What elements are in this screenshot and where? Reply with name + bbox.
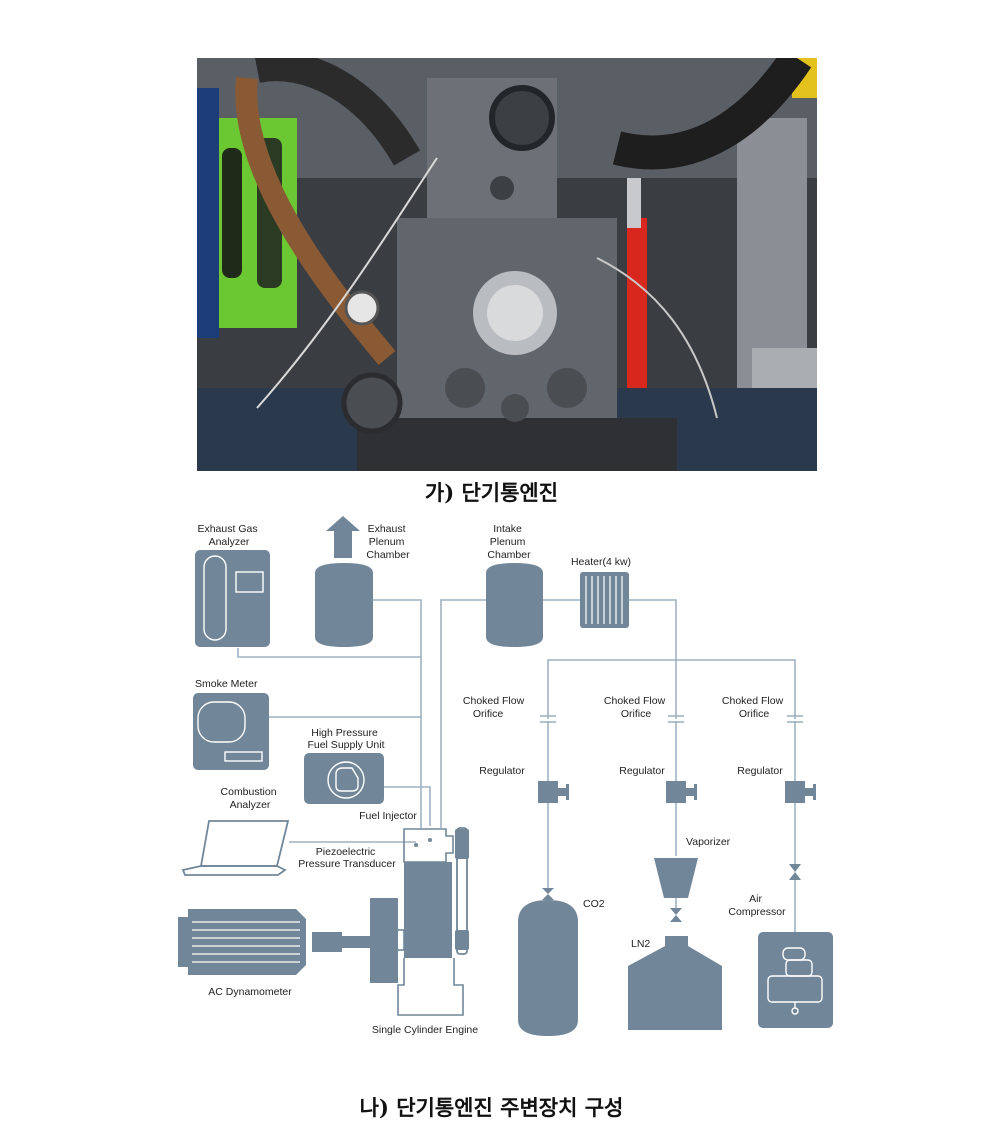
smoke-meter-label: Smoke Meter — [195, 678, 258, 690]
air-compressor-label: Air Compressor — [728, 893, 786, 918]
combustion-analyzer-label: Combustion Analyzer — [221, 786, 280, 811]
ln2-dewar — [628, 936, 722, 1030]
piezo-transducer-label: Piezoelectric Pressure Transducer — [298, 846, 396, 870]
pipe-lines — [237, 599, 796, 932]
system-diagram: Exhaust Gas Analyzer Exhaust Plenum Cham… — [178, 516, 833, 1036]
valve-air — [789, 864, 801, 880]
hp-fuel-supply-label: High Pressure Fuel Supply Unit — [307, 727, 384, 751]
ln2-label: LN2 — [631, 938, 650, 950]
vaporizer — [654, 858, 698, 898]
engine-photo — [197, 58, 817, 471]
exhaust-gas-analyzer-label: Exhaust Gas Analyzer — [197, 523, 260, 548]
intake-plenum-chamber — [486, 563, 543, 647]
heater-label: Heater(4 kw) — [571, 556, 631, 568]
exhaust-outlet-arrow — [326, 516, 360, 558]
hp-fuel-supply-unit — [304, 753, 384, 804]
co2-label: CO2 — [583, 898, 605, 910]
regulator-label-3: Regulator — [737, 765, 783, 777]
ac-dynamometer — [178, 898, 398, 983]
photo-caption: 가) 단기통엔진 — [424, 480, 559, 505]
exhaust-gas-analyzer — [195, 550, 270, 647]
single-cylinder-engine — [395, 827, 469, 1016]
exhaust-plenum-label: Exhaust Plenum Chamber — [366, 523, 410, 561]
heater — [580, 572, 629, 628]
intake-plenum-label: Intake Plenum Chamber — [487, 523, 531, 561]
choked-flow-label-3: Choked Flow Orifice — [722, 695, 786, 720]
diagram-caption: 나) 단기통엔진 주변장치 구성 — [359, 1095, 624, 1120]
regulator-2 — [666, 781, 697, 803]
fuel-injector-label: Fuel Injector — [359, 810, 417, 822]
choked-flow-orifice-3 — [787, 715, 803, 723]
combustion-analyzer — [181, 820, 290, 876]
regulator-label-1: Regulator — [479, 765, 525, 777]
regulator-label-2: Regulator — [619, 765, 665, 777]
valve-co2 — [542, 888, 554, 900]
choked-flow-label-1: Choked Flow Orifice — [463, 695, 527, 720]
choked-flow-label-2: Choked Flow Orifice — [604, 695, 668, 720]
air-compressor — [758, 932, 833, 1028]
engine-label: Single Cylinder Engine — [372, 1024, 478, 1036]
smoke-meter — [193, 693, 269, 770]
co2-tank — [518, 900, 578, 1036]
regulator-1 — [538, 781, 569, 803]
choked-flow-orifice-1 — [540, 715, 556, 723]
ac-dynamometer-label: AC Dynamometer — [208, 986, 292, 998]
choked-flow-orifice-2 — [668, 715, 684, 723]
valve-ln2 — [670, 908, 682, 922]
vaporizer-label: Vaporizer — [686, 836, 731, 848]
regulator-3 — [785, 781, 816, 803]
exhaust-plenum-chamber — [315, 563, 373, 647]
